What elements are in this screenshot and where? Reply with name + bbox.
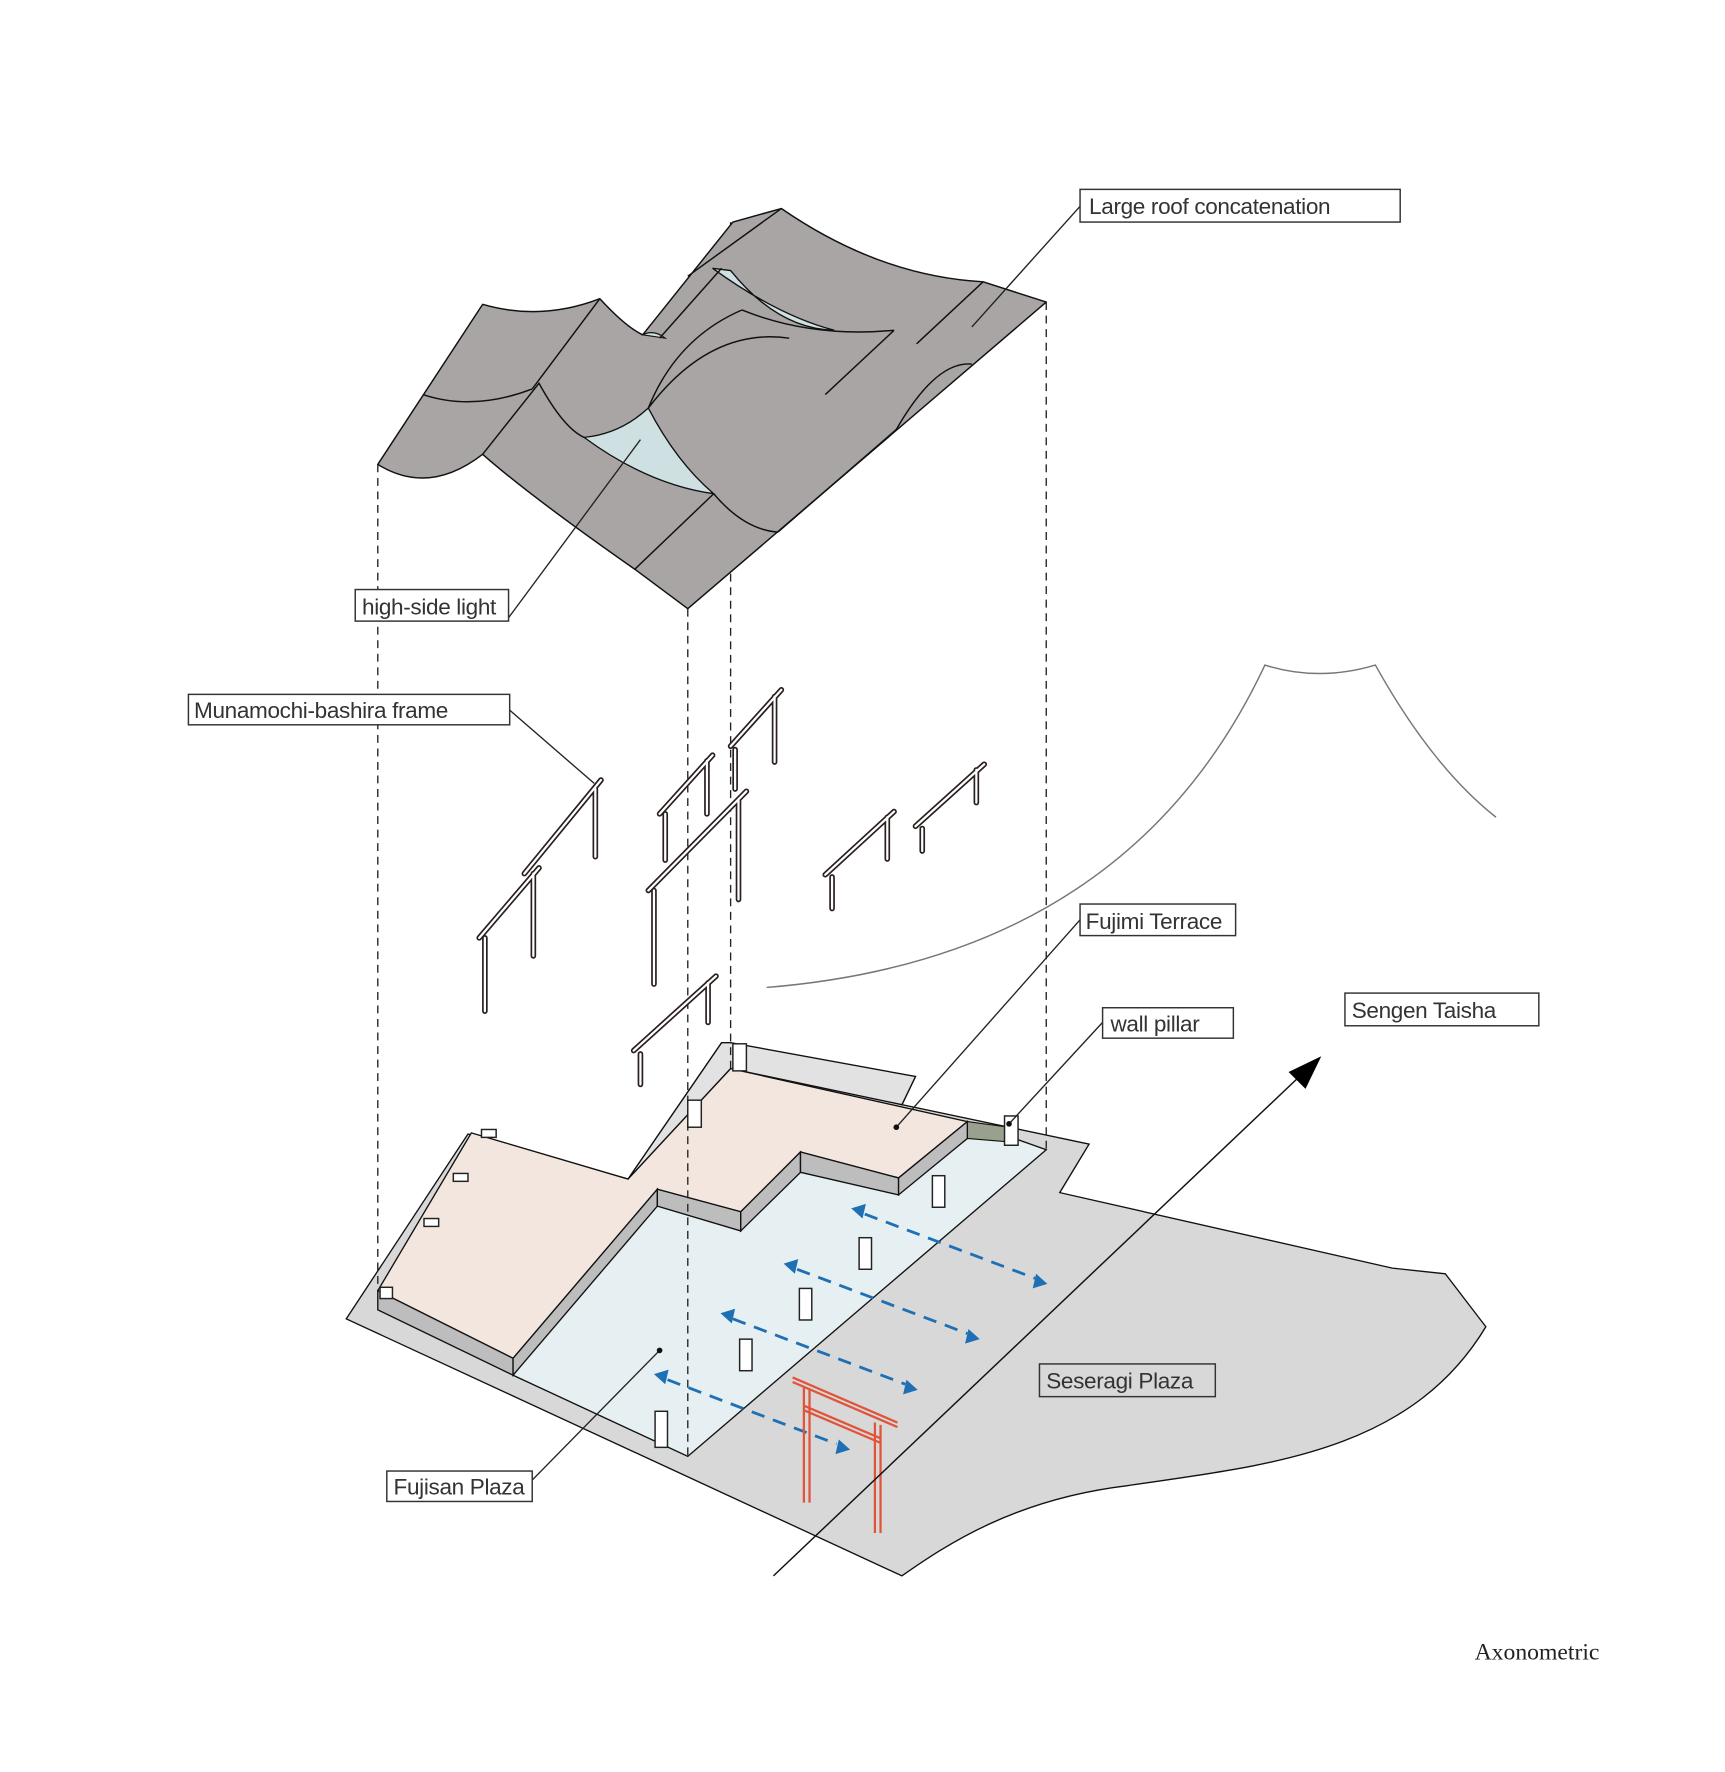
label-large-roof: Large roof concatenation bbox=[971, 188, 1401, 328]
svg-text:high-side light: high-side light bbox=[362, 594, 497, 619]
sengen-arrowhead-icon bbox=[1288, 1056, 1322, 1089]
svg-text:Large roof concatenation: Large roof concatenation bbox=[1089, 194, 1330, 219]
label-sengen-taisha: Sengen Taisha bbox=[1344, 992, 1540, 1027]
label-wall-pillar: wall pillar bbox=[1006, 1007, 1235, 1127]
caption: Axonometric bbox=[1475, 1639, 1600, 1665]
munamochi-bashira-frames bbox=[476, 687, 988, 1088]
svg-text:Fujisan Plaza: Fujisan Plaza bbox=[394, 1475, 526, 1500]
wall-pillars bbox=[379, 1043, 1019, 1449]
label-seseragi-plaza: Seseragi Plaza bbox=[1038, 1363, 1217, 1398]
sengen-direction-line bbox=[772, 1068, 1309, 1577]
label-munamochi: Munamochi-bashira frame bbox=[187, 693, 595, 784]
label-fujimi-terrace: Fujimi Terrace bbox=[893, 903, 1237, 1131]
svg-text:Sengen Taisha: Sengen Taisha bbox=[1352, 998, 1497, 1023]
torii-gate bbox=[792, 1376, 898, 1534]
svg-text:wall pillar: wall pillar bbox=[1109, 1011, 1200, 1036]
svg-text:Munamochi-bashira frame: Munamochi-bashira frame bbox=[194, 698, 448, 723]
high-side-light-skylight bbox=[582, 406, 716, 495]
svg-text:Seseragi Plaza: Seseragi Plaza bbox=[1046, 1369, 1194, 1394]
label-fujisan-plaza: Fujisan Plaza bbox=[386, 1347, 663, 1503]
flow-arrows bbox=[653, 1203, 1048, 1455]
large-roof bbox=[377, 207, 1047, 610]
wall-pillar-band bbox=[966, 1120, 1010, 1143]
label-high-side-light: high-side light bbox=[354, 439, 641, 622]
svg-text:Fujimi Terrace: Fujimi Terrace bbox=[1086, 909, 1222, 934]
terrace-side-walls bbox=[377, 1120, 969, 1378]
mount-fuji-outline bbox=[766, 664, 1497, 989]
